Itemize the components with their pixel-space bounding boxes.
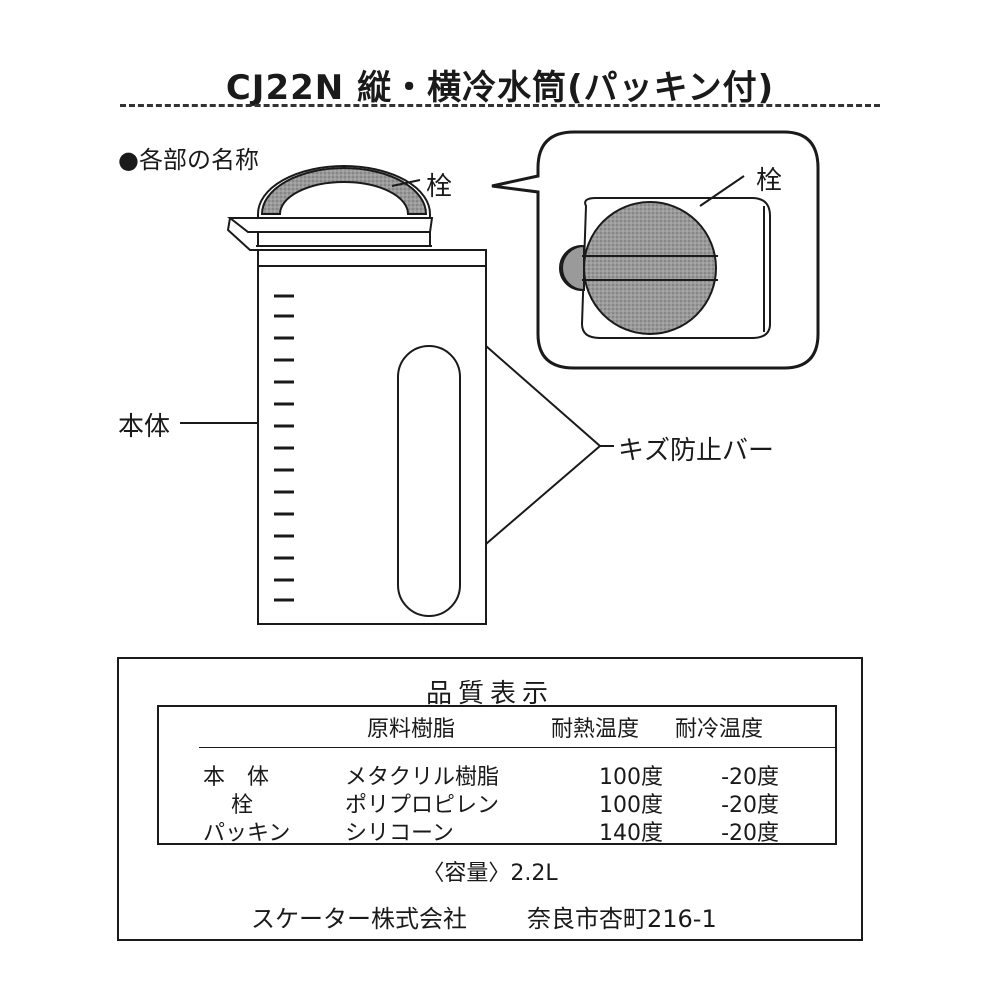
quality-heading: 品質表示 xyxy=(425,679,554,709)
handle-window xyxy=(397,345,461,617)
row-material: シリコーン xyxy=(345,821,454,846)
label-anti-scratch-bar: キズ防止バー xyxy=(618,436,775,466)
row-cold: -20度 xyxy=(721,793,779,818)
pitcher-lid xyxy=(226,165,434,251)
stopper-leader xyxy=(391,179,421,187)
row-heat: 100度 xyxy=(599,793,663,818)
column-header-cold-resistance: 耐冷温度 xyxy=(675,717,764,742)
row-part: パッキン xyxy=(203,821,291,846)
label-stopper: 栓 xyxy=(426,172,453,202)
label-body: 本体 xyxy=(118,412,171,442)
manufacturer-address: 奈良市杏町216-1 xyxy=(527,905,717,933)
anti-scratch-bar xyxy=(485,345,614,545)
row-heat: 100度 xyxy=(599,765,663,790)
stopper-handle xyxy=(260,167,428,215)
row-part: 栓 xyxy=(231,793,254,818)
pitcher-body xyxy=(256,245,487,625)
dashed-divider xyxy=(120,104,880,107)
row-cold: -20度 xyxy=(721,821,779,846)
detail-stopper-leader xyxy=(699,175,745,207)
row-material: メタクリル樹脂 xyxy=(345,765,500,790)
column-header-material: 原料樹脂 xyxy=(367,717,456,742)
row-heat: 140度 xyxy=(599,821,663,846)
scale-ticks xyxy=(274,294,294,602)
spec-table: 原料樹脂 耐熱温度 耐冷温度 本 体 メタクリル樹脂 100度 -20度 栓 ポ… xyxy=(157,705,837,846)
header-rule xyxy=(199,747,835,748)
stopper-dial xyxy=(583,201,717,335)
row-material: ポリプロピレン xyxy=(345,793,500,818)
quality-label-box: 品質表示 原料樹脂 耐熱温度 耐冷温度 本 体 メタクリル樹脂 100度 -20… xyxy=(117,657,863,941)
page-title: CJ22N 縦・横冷水筒(パッキン付) xyxy=(225,68,775,108)
row-part: 本 体 xyxy=(203,765,270,790)
stopper-top-view xyxy=(559,175,771,339)
row-cold: -20度 xyxy=(721,765,779,790)
label-stopper-detail: 栓 xyxy=(756,166,783,196)
pitcher-diagram xyxy=(180,130,820,625)
section-title-part-names: ●各部の名称 xyxy=(118,146,259,174)
column-header-heat-resistance: 耐熱温度 xyxy=(551,717,640,742)
manufacturer-name: スケーター株式会社 xyxy=(251,905,467,933)
capacity-text: 〈容量〉2.2L xyxy=(422,861,558,886)
